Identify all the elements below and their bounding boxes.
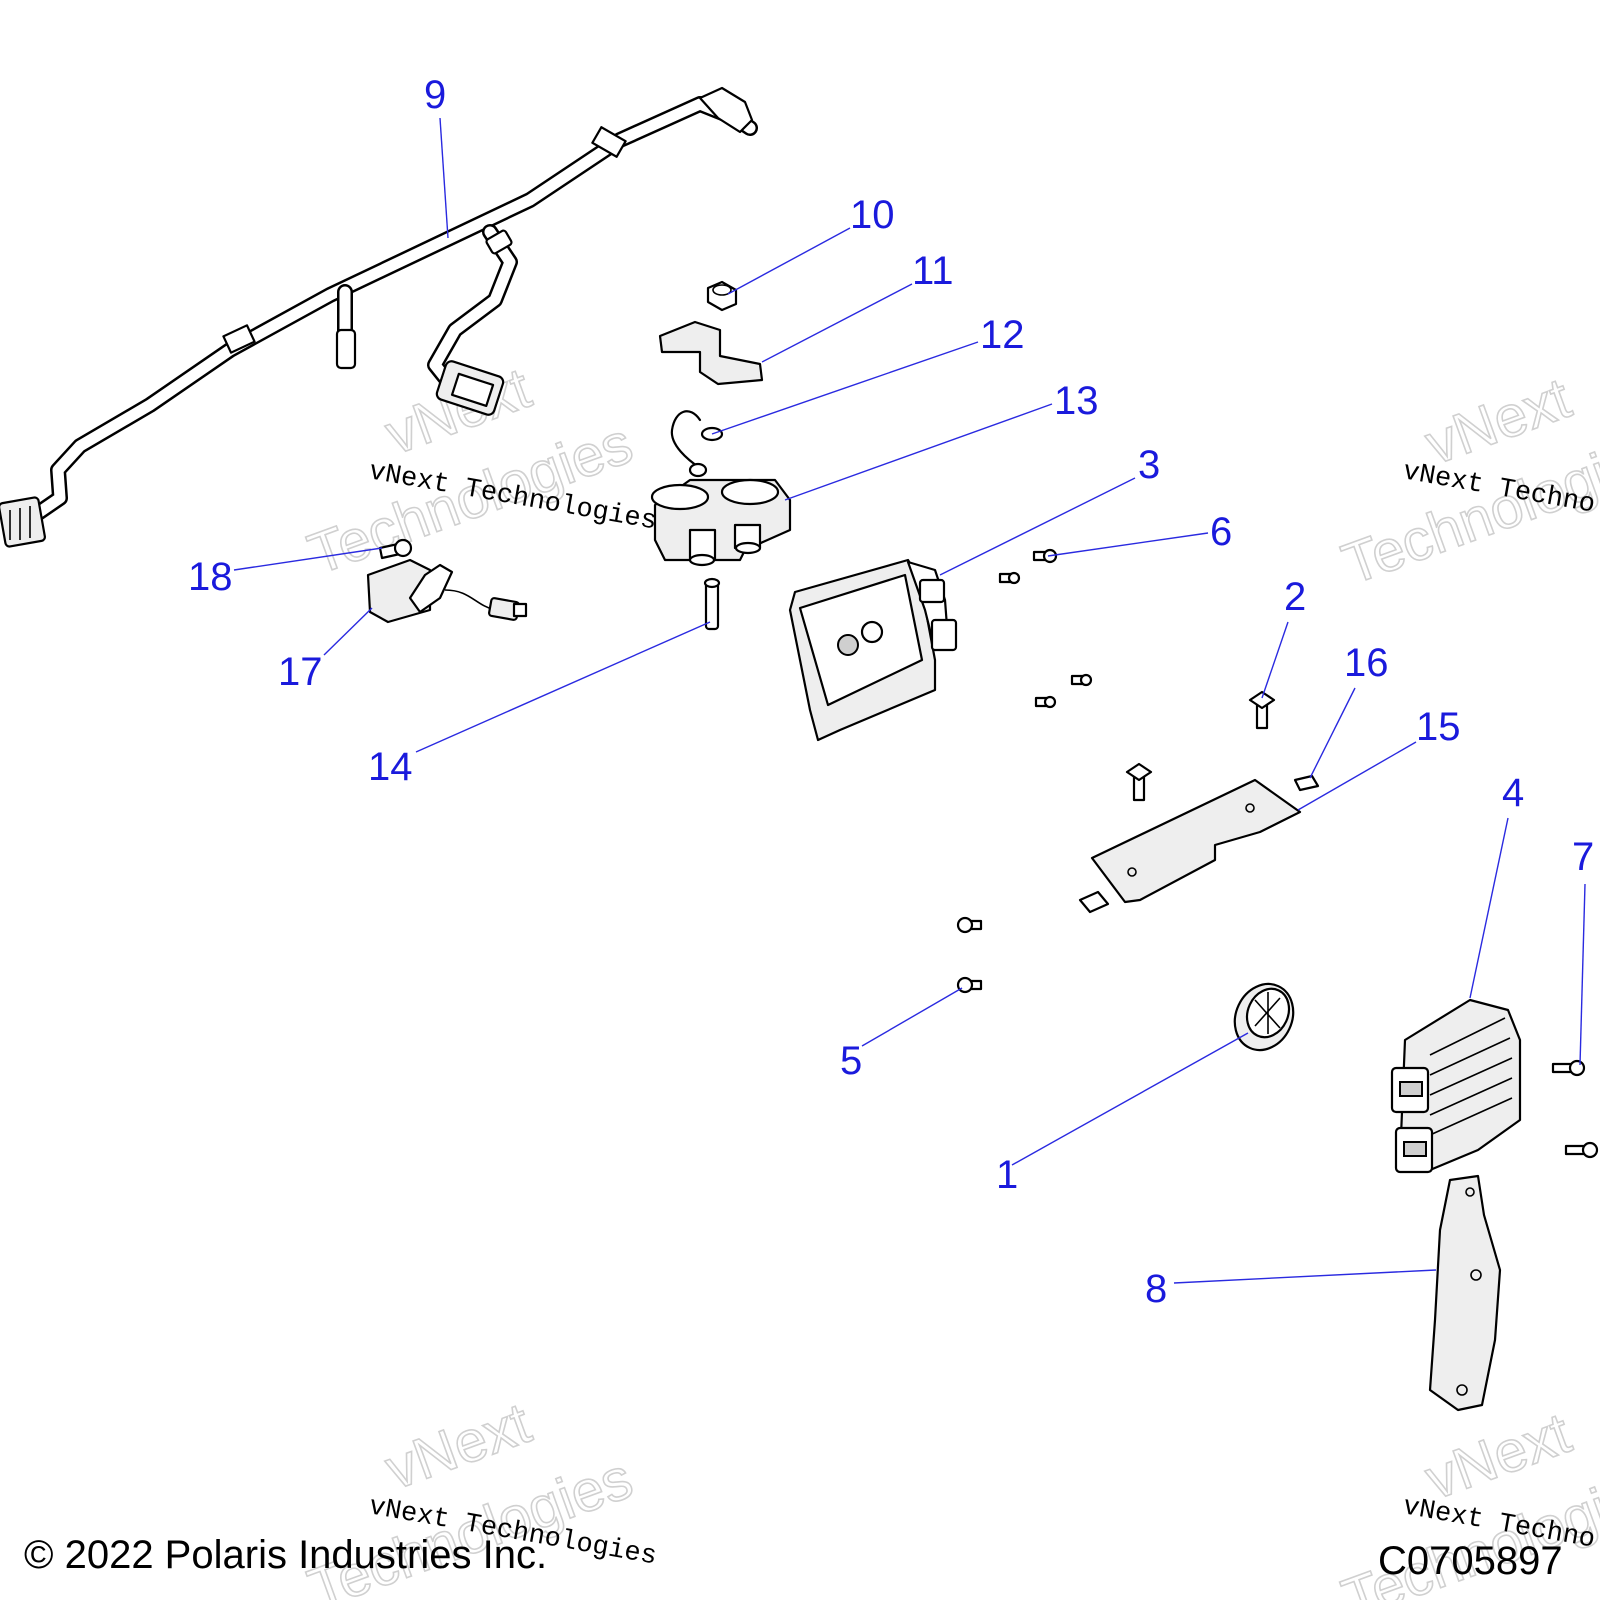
part-15-mounting-plate <box>1078 778 1302 914</box>
callout-11: 11 <box>912 249 954 293</box>
leader-2 <box>1261 621 1289 699</box>
part-4-regulator <box>1390 998 1522 1174</box>
callout-13: 13 <box>1054 379 1099 423</box>
callout-3: 3 <box>1138 443 1160 487</box>
leader-7 <box>1579 883 1586 1066</box>
part-9-wiring-harness <box>0 86 758 548</box>
leader-6 <box>1047 532 1209 557</box>
leader-18 <box>233 547 383 571</box>
leader-4 <box>1469 817 1509 999</box>
callout-8: 8 <box>1145 1267 1167 1311</box>
part-12-ground-wire <box>670 410 724 478</box>
callout-18: 18 <box>188 555 233 599</box>
part-17-sensor <box>366 558 528 624</box>
callout-16: 16 <box>1344 641 1389 685</box>
leader-10 <box>727 227 851 295</box>
leader-11 <box>761 283 913 363</box>
part-18-screw <box>378 538 413 560</box>
leader-15 <box>1297 741 1417 811</box>
callout-14: 14 <box>368 745 413 789</box>
part-7-screws <box>1551 1059 1599 1159</box>
leader-1 <box>1011 1032 1249 1166</box>
leader-3 <box>939 477 1136 576</box>
callout-2: 2 <box>1284 575 1306 619</box>
copyright-text: © 2022 Polaris Industries Inc. <box>24 1533 547 1577</box>
part-13-ignition-coil <box>650 478 792 567</box>
watermark-small-text: vNext Technologies vNext Technologies vN… <box>366 457 1600 1572</box>
leader-9 <box>439 117 449 239</box>
part-16-clip-nut <box>1293 774 1320 792</box>
part-11-bracket <box>658 320 764 386</box>
leader-14 <box>415 621 711 753</box>
leader-8 <box>1173 1269 1437 1284</box>
leader-lines <box>233 117 1586 1284</box>
part-2-bolts <box>1125 690 1276 802</box>
callout-9: 9 <box>424 73 446 117</box>
leader-5 <box>861 987 963 1047</box>
part-14-long-bolt <box>703 577 721 631</box>
callout-5: 5 <box>840 1039 862 1083</box>
part-8-bracket-plate <box>1428 1174 1502 1412</box>
diagram-code: C0705897 <box>1378 1539 1563 1583</box>
leader-12 <box>711 341 979 435</box>
part-10-nut <box>706 280 738 312</box>
leader-16 <box>1309 687 1356 779</box>
part-3-ecu <box>788 558 958 742</box>
footer: © 2022 Polaris Industries Inc. C0705897 <box>24 1533 1563 1583</box>
callout-17: 17 <box>278 650 323 694</box>
callout-1: 1 <box>996 1153 1018 1197</box>
callout-4: 4 <box>1502 771 1524 815</box>
leader-17 <box>323 607 373 656</box>
callout-15: 15 <box>1416 705 1461 749</box>
leader-13 <box>784 403 1053 501</box>
callout-7: 7 <box>1572 835 1594 879</box>
callout-12: 12 <box>980 313 1025 357</box>
part-5-screws <box>956 916 983 994</box>
callout-10: 10 <box>850 193 895 237</box>
callout-numbers: 1 2 3 4 5 6 7 8 9 10 11 12 13 14 15 16 1… <box>188 73 1594 1311</box>
part-1-grommet <box>1233 982 1295 1052</box>
part-6-screws <box>998 548 1093 709</box>
callout-6: 6 <box>1210 510 1232 554</box>
